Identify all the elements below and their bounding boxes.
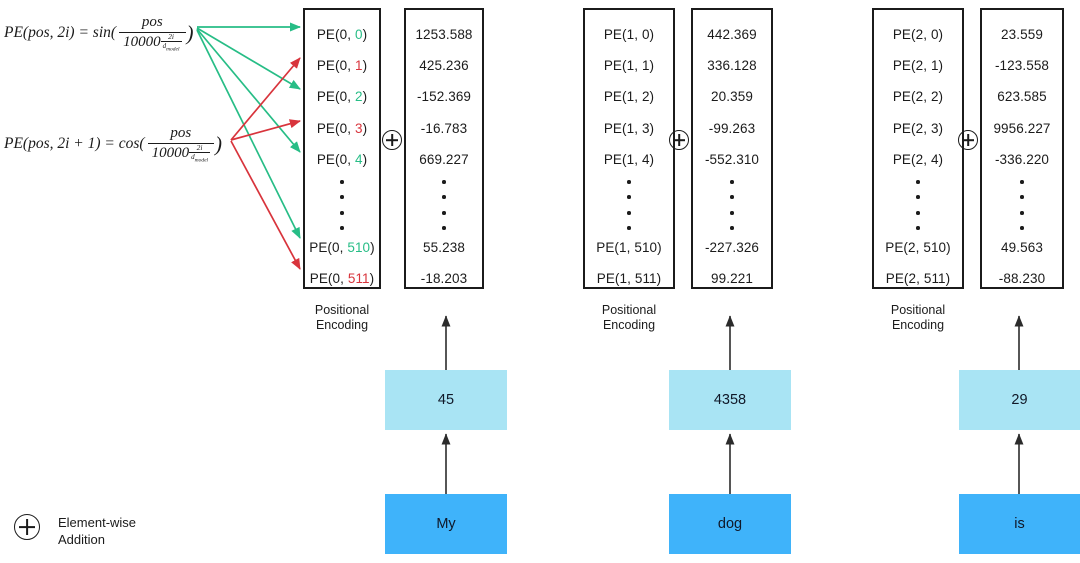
pe-value-row: 442.369 <box>707 27 757 42</box>
pe-value-row: -552.310 <box>704 152 760 167</box>
cos-exponent-denominator: dmodel <box>189 152 211 163</box>
pe-value-row: 1253.588 <box>415 27 473 42</box>
legend-label: Element-wise Addition <box>58 514 136 548</box>
legend-plus-circle-icon <box>14 514 40 540</box>
cos-formula-lhs: PE(pos, 2i + 1) = cos( <box>4 135 145 153</box>
legend-line-1: Element-wise <box>58 515 137 530</box>
pe-value-row: -123.558 <box>994 58 1050 73</box>
cos-formula-denominator: 10000 2i dmodel <box>147 143 215 163</box>
vertical-ellipsis-icon <box>874 180 962 230</box>
pe-index-row: PE(0, 0) <box>316 27 368 42</box>
pe-value-row: 23.559 <box>1001 27 1043 42</box>
token-box-0[interactable]: My <box>385 494 507 554</box>
sin-formula-lhs: PE(pos, 2i) = sin( <box>4 24 117 42</box>
pe-index-row: PE(1, 0) <box>603 27 655 42</box>
pe-index-vector-2: PE(2, 0) PE(2, 1) PE(2, 2) PE(2, 3) PE(2… <box>871 8 965 289</box>
pe-index-row: PE(2, 2) <box>892 89 944 104</box>
pe-index-vector-0: PE(0, 0) PE(0, 1) PE(0, 2) PE(0, 3) PE(0… <box>302 8 382 289</box>
elementwise-addition-icon-2 <box>958 130 978 150</box>
pe-index-row: PE(1, 511) <box>596 271 662 286</box>
cos-exponent-numerator: 2i <box>196 143 203 152</box>
pe-value-row: 9956.227 <box>993 121 1051 136</box>
pe-index-row: PE(2, 1) <box>892 58 944 73</box>
elementwise-addition-icon-0 <box>382 130 402 150</box>
sin-formula-base: 10000 <box>123 34 161 50</box>
pe-value-row: 55.238 <box>423 240 465 255</box>
pe-index-row: PE(2, 3) <box>892 121 944 136</box>
pe-index-row: PE(0, 1) <box>316 58 368 73</box>
pe-index-row: PE(1, 3) <box>603 121 655 136</box>
pe-value-row: 623.585 <box>997 89 1047 104</box>
pe-value-row: 336.128 <box>707 58 757 73</box>
positional-encoding-caption-1: Positional Encoding <box>601 303 657 332</box>
pe-value-vector-2: 23.559 -123.558 623.585 9956.227 -336.22… <box>979 8 1065 289</box>
pe-index-row: PE(0, 2) <box>316 89 368 104</box>
cos-to-odd-arrows <box>230 57 301 270</box>
vertical-ellipsis-icon <box>693 180 771 230</box>
pe-value-row: -16.783 <box>420 121 468 136</box>
pe-value-row: 49.563 <box>1001 240 1043 255</box>
sin-formula-denominator: 10000 2i dmodel <box>119 32 186 52</box>
embedding-box-1[interactable]: 4358 <box>669 370 791 430</box>
pe-index-row: PE(1, 2) <box>603 89 655 104</box>
vertical-ellipsis-icon <box>305 180 379 230</box>
pe-index-row: PE(1, 1) <box>603 58 655 73</box>
pe-index-row: PE(0, 511) <box>309 271 375 286</box>
pe-value-row: -18.203 <box>420 271 468 286</box>
token-box-1[interactable]: dog <box>669 494 791 554</box>
sin-formula-numerator: pos <box>141 14 163 30</box>
cos-formula: PE(pos, 2i + 1) = cos( pos 10000 2i dmod… <box>4 125 222 163</box>
vertical-ellipsis-icon <box>982 180 1062 230</box>
cos-formula-numerator: pos <box>170 125 192 141</box>
pe-value-row: -336.220 <box>994 152 1050 167</box>
sin-exponent-numerator: 2i <box>168 32 174 41</box>
pe-value-row: 425.236 <box>419 58 469 73</box>
vertical-ellipsis-icon <box>585 180 673 230</box>
pe-value-row: 669.227 <box>419 152 469 167</box>
cos-formula-exponent: 2i dmodel <box>189 143 211 163</box>
pe-index-vector-1: PE(1, 0) PE(1, 1) PE(1, 2) PE(1, 3) PE(1… <box>582 8 676 289</box>
pe-value-row: 99.221 <box>711 271 753 286</box>
pe-index-row: PE(2, 0) <box>892 27 944 42</box>
sin-formula: PE(pos, 2i) = sin( pos 10000 2i dmodel ) <box>4 14 194 52</box>
cos-formula-close-paren: ) <box>215 131 223 156</box>
pe-value-row: -88.230 <box>998 271 1046 286</box>
positional-encoding-caption-0: Positional Encoding <box>314 303 370 332</box>
cos-formula-base: 10000 <box>151 145 190 161</box>
pe-index-row: PE(1, 4) <box>603 152 655 167</box>
cos-formula-fraction: pos 10000 2i dmodel <box>147 125 215 163</box>
pe-value-row: -99.263 <box>708 121 756 136</box>
vertical-ellipsis-icon <box>406 180 482 230</box>
positional-encoding-caption-2: Positional Encoding <box>890 303 946 332</box>
pe-index-row: PE(0, 510) <box>309 240 375 255</box>
pe-value-row: -152.369 <box>416 89 472 104</box>
pe-value-vector-0: 1253.588 425.236 -152.369 -16.783 669.22… <box>403 8 485 289</box>
sin-formula-fraction: pos 10000 2i dmodel <box>119 14 186 52</box>
sin-exponent-denominator: dmodel <box>160 41 182 52</box>
elementwise-addition-icon-1 <box>669 130 689 150</box>
pe-index-row: PE(1, 510) <box>596 240 662 255</box>
pe-index-row: PE(0, 3) <box>316 121 368 136</box>
embedding-box-2[interactable]: 29 <box>959 370 1080 430</box>
sin-formula-close-paren: ) <box>186 20 194 45</box>
sin-formula-exponent: 2i dmodel <box>160 32 182 52</box>
pe-value-row: -227.326 <box>704 240 760 255</box>
pe-index-row: PE(2, 4) <box>892 152 944 167</box>
pe-index-row: PE(2, 511) <box>885 271 951 286</box>
pe-index-row: PE(2, 510) <box>885 240 951 255</box>
legend-line-2: Addition <box>58 532 105 547</box>
token-box-2[interactable]: is <box>959 494 1080 554</box>
pe-value-row: 20.359 <box>711 89 753 104</box>
pe-value-vector-1: 442.369 336.128 20.359 -99.263 -552.310 … <box>690 8 774 289</box>
pe-index-row: PE(0, 4) <box>316 152 368 167</box>
embedding-box-0[interactable]: 45 <box>385 370 507 430</box>
